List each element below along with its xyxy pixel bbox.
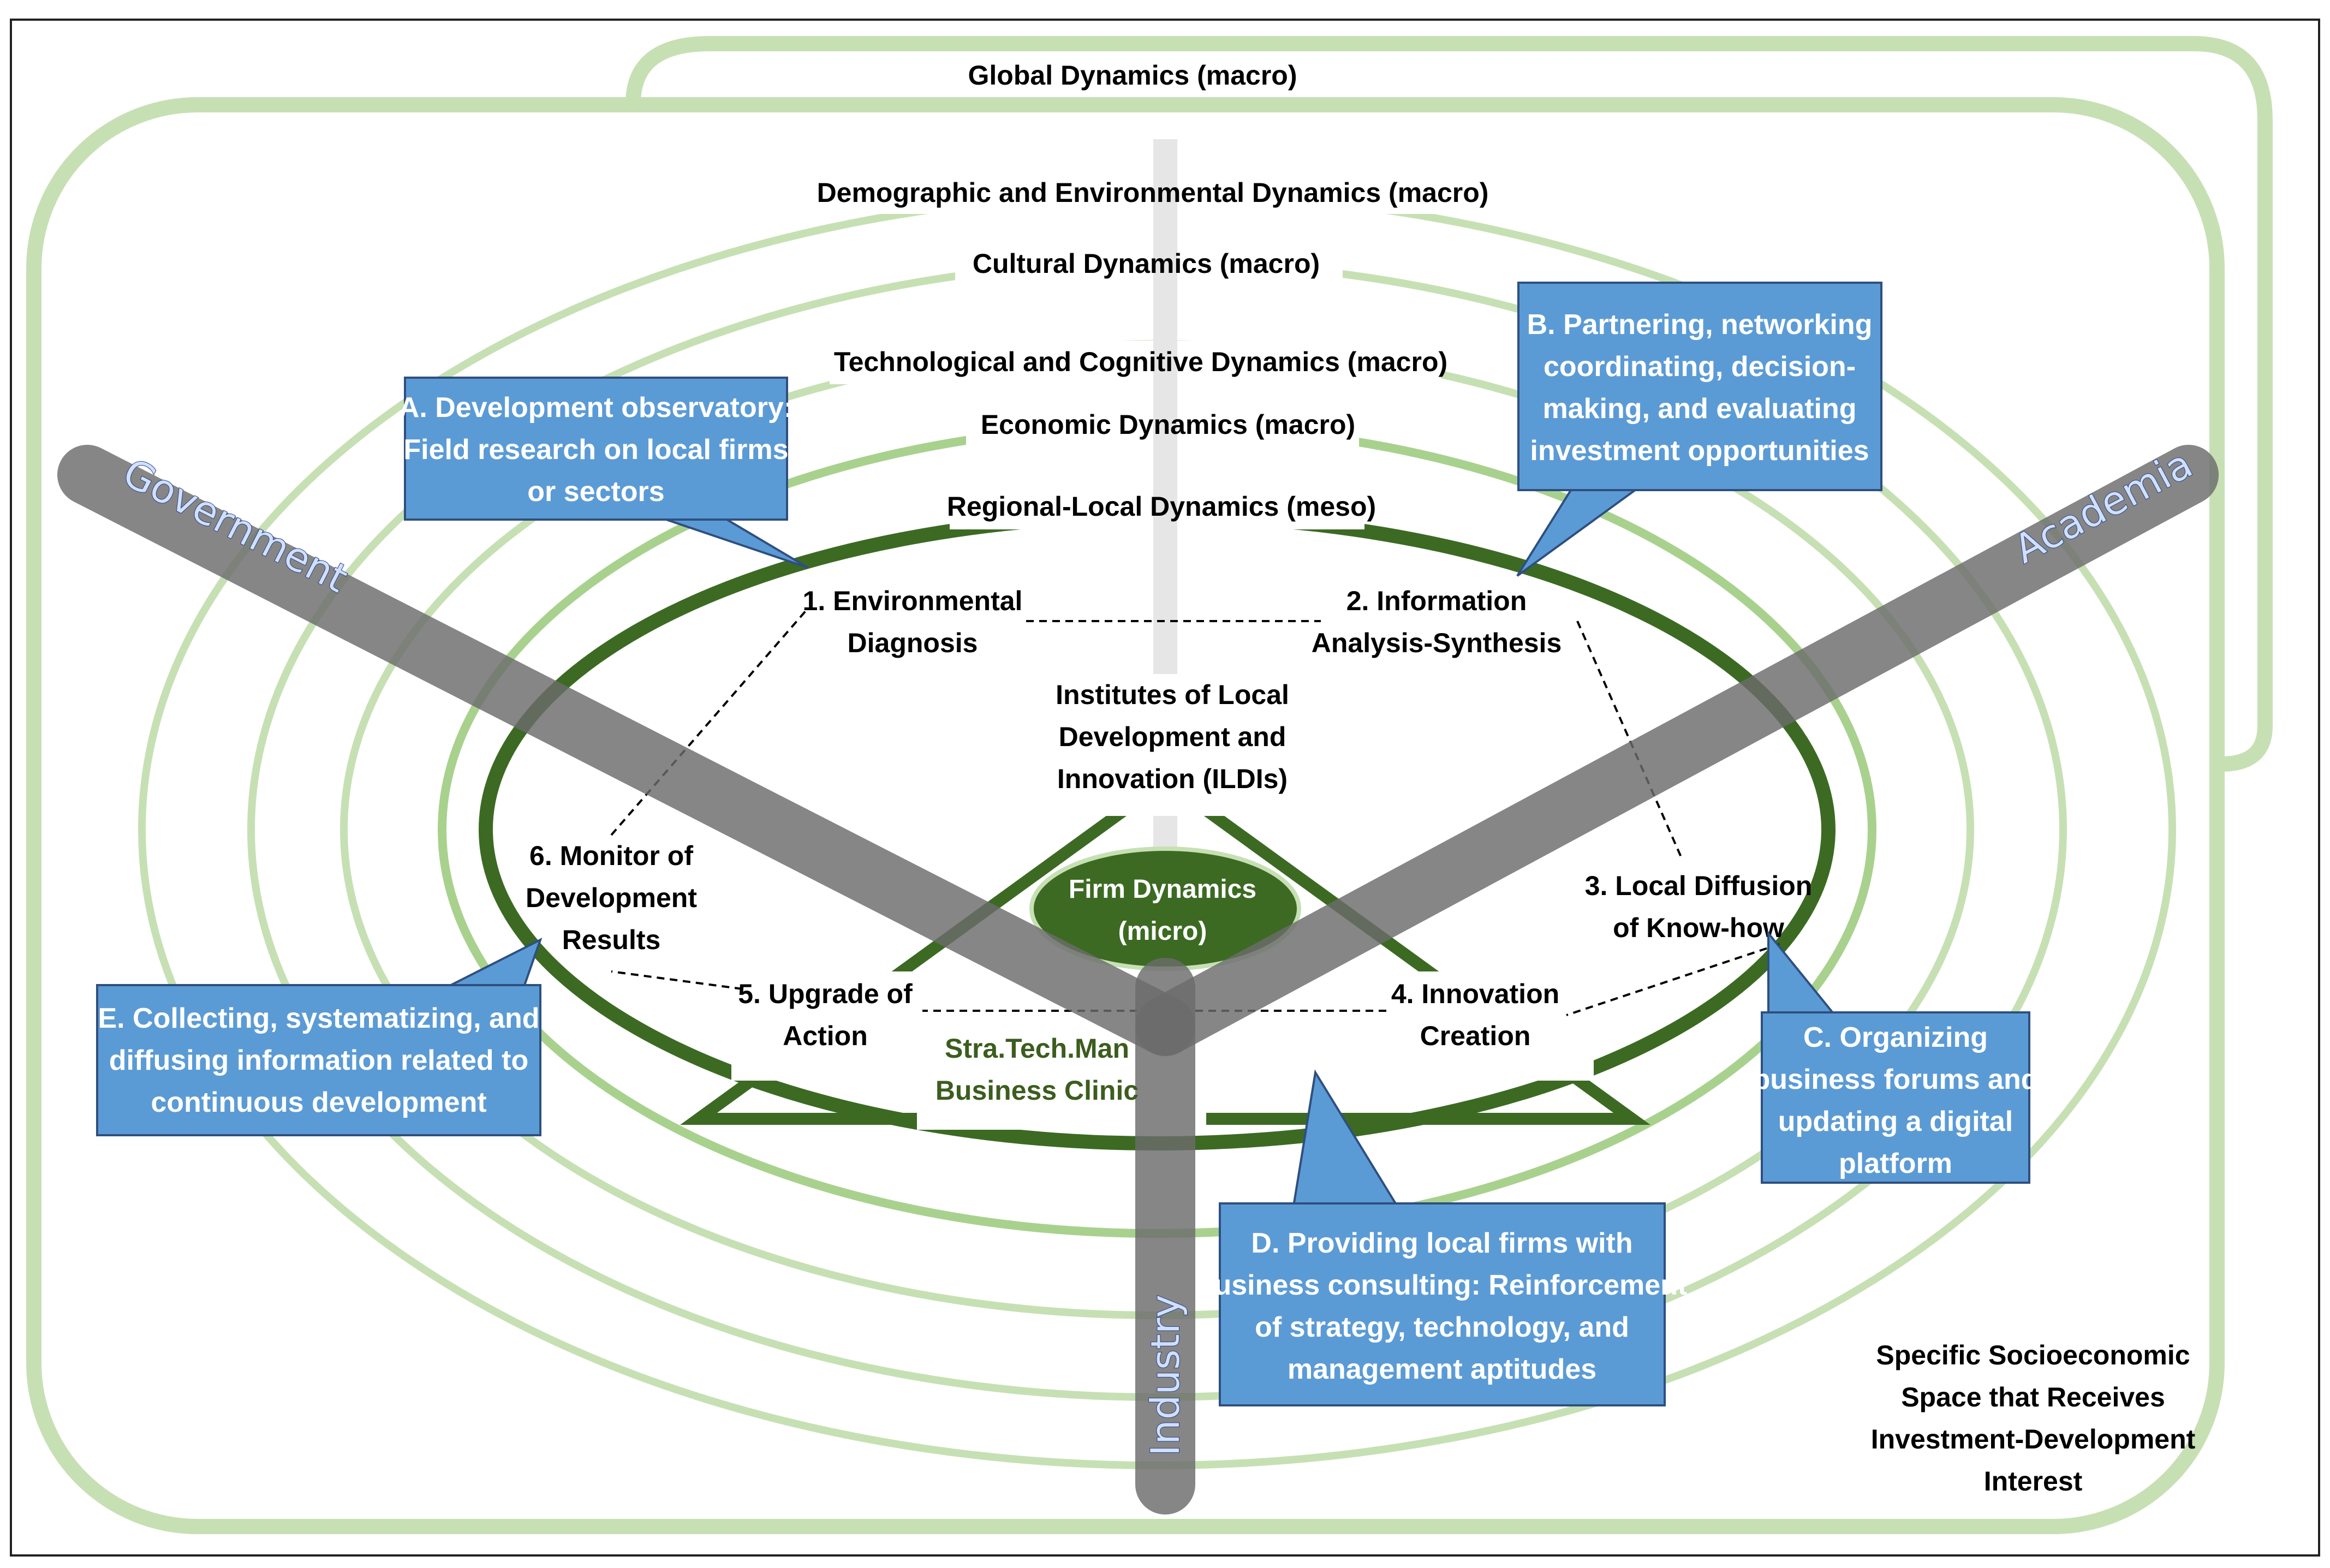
callout-b-line-2: coordinating, decision- [1544, 351, 1856, 383]
economic-dynamics-label: Economic Dynamics (macro) [981, 409, 1355, 440]
step-4: 4. Innovation Creation [1391, 979, 1559, 1051]
step-6-line-3: Results [562, 925, 661, 955]
callout-c-line-4: platform [1839, 1148, 1952, 1179]
global-dynamics-loop [625, 36, 2273, 772]
ildi-label: Institutes of Local Development and Inno… [1056, 679, 1289, 794]
step-2-line-1: 2. Information [1346, 586, 1527, 616]
callout-a-line-1: A. Development observatory: [399, 392, 793, 424]
callout-a-line-2: Field research on local firms [403, 434, 788, 466]
step-6-line-1: 6. Monitor of [529, 840, 693, 871]
space-line-4: Interest [1984, 1466, 2083, 1497]
step-5-line-1: 5. Upgrade of [738, 979, 913, 1009]
callout-a: A. Development observatory: Field resear… [399, 377, 809, 569]
space-label: Specific Socioeconomic Space that Receiv… [1871, 1340, 2196, 1497]
step-1: 1. Environmental Diagnosis [803, 586, 1023, 658]
step-6: 6. Monitor of Development Results [526, 840, 697, 955]
callout-c-line-1: C. Organizing [1803, 1022, 1988, 1053]
step-5-line-2: Action [783, 1021, 868, 1051]
step-3-line-2: of Know-how [1613, 913, 1784, 943]
step-5: 5. Upgrade of Action [738, 979, 913, 1051]
figure-frame [10, 19, 2320, 1557]
global-dynamics-label: Global Dynamics (macro) [968, 60, 1297, 91]
clinic-line-1: Stra.Tech.Man [945, 1033, 1129, 1064]
step-4-line-2: Creation [1420, 1021, 1531, 1051]
demographic-dynamics-label: Demographic and Environmental Dynamics (… [817, 177, 1489, 208]
step-2: 2. Information Analysis-Synthesis [1312, 586, 1562, 658]
step-2-line-2: Analysis-Synthesis [1312, 628, 1562, 658]
ildi-line-3: Innovation (ILDIs) [1057, 764, 1288, 794]
callout-d-line-4: management aptitudes [1288, 1354, 1596, 1385]
ildi-line-1: Institutes of Local [1056, 679, 1289, 710]
callout-d-line-3: of strategy, technology, and [1255, 1311, 1629, 1343]
regional-dynamics-label: Regional-Local Dynamics (meso) [947, 491, 1376, 522]
government-bar [57, 445, 1195, 1056]
callout-b: B. Partnering, networking coordinating, … [1516, 282, 1882, 577]
firm-dynamics-line-2: (micro) [1118, 917, 1207, 946]
callout-c-line-3: updating a digital [1778, 1106, 2013, 1137]
firm-dynamics-line-1: Firm Dynamics [1069, 875, 1256, 904]
ildi-line-2: Development and [1059, 722, 1286, 752]
callout-e-line-1: E. Collecting, systematizing, and [98, 1003, 539, 1034]
callout-c: C. Organizing business forums and updati… [1753, 930, 2039, 1184]
step-3-line-1: 3. Local Diffusion [1585, 871, 1813, 901]
step-6-line-2: Development [526, 883, 697, 913]
space-line-2: Space that Receives [1901, 1382, 2165, 1412]
step-4-line-1: 4. Innovation [1391, 979, 1559, 1009]
callout-b-line-4: investment opportunities [1530, 435, 1869, 467]
global-dynamics-region [26, 97, 2225, 1534]
callout-d-line-2: business consulting: Reinforcement [1197, 1269, 1688, 1301]
callout-e-line-3: continuous development [151, 1087, 486, 1118]
callout-a-line-3: or sectors [527, 476, 664, 508]
industry-label: Industry [1142, 1295, 1188, 1456]
callout-d-line-1: D. Providing local firms with [1251, 1227, 1632, 1259]
callout-e: E. Collecting, systematizing, and diffus… [96, 937, 543, 1136]
callout-c-line-2: business forums and [1753, 1064, 2039, 1095]
technological-dynamics-label: Technological and Cognitive Dynamics (ma… [834, 347, 1447, 377]
callout-d: D. Providing local firms with business c… [1197, 1069, 1688, 1406]
cultural-dynamics-label: Cultural Dynamics (macro) [973, 248, 1320, 279]
space-line-1: Specific Socioeconomic [1876, 1340, 2190, 1370]
callout-b-line-3: making, and evaluating [1542, 393, 1856, 425]
academia-bar [1135, 445, 2219, 1056]
clinic-line-2: Business Clinic [935, 1075, 1139, 1106]
step-1-line-2: Diagnosis [848, 628, 978, 658]
callout-b-line-1: B. Partnering, networking [1527, 309, 1873, 341]
space-line-3: Investment-Development [1871, 1424, 2196, 1454]
callout-e-line-2: diffusing information related to [109, 1045, 528, 1076]
step-1-line-1: 1. Environmental [803, 586, 1023, 616]
step-3: 3. Local Diffusion of Know-how [1585, 871, 1813, 943]
process-links [610, 607, 1780, 1016]
